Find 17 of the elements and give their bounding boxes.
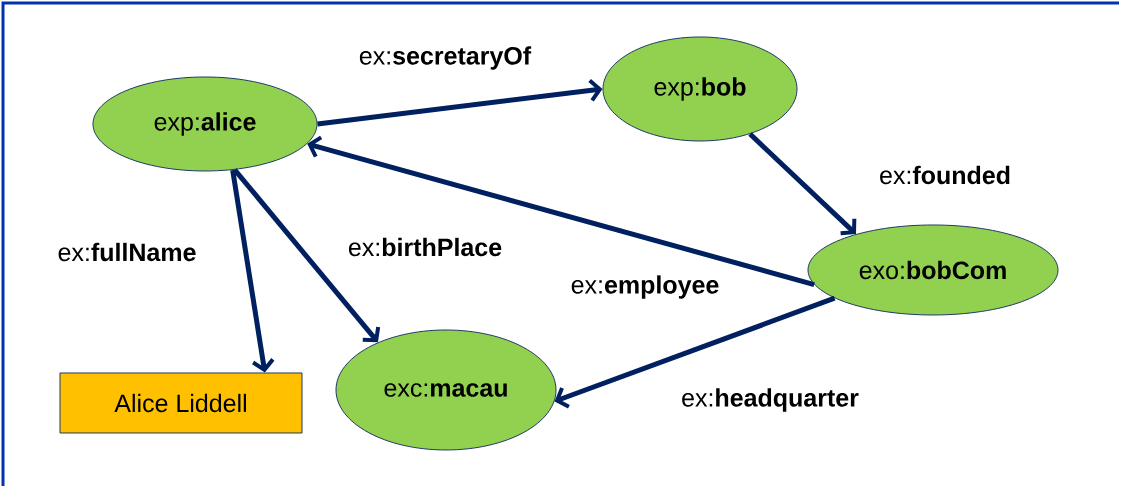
edge-label: ex:founded (878, 164, 1012, 186)
edge-label: ex:fullName (56, 241, 198, 263)
edge-label: ex:birthPlace (346, 236, 504, 258)
edge-label: ex:headquarter (680, 387, 860, 413)
arrow (230, 169, 275, 373)
ellipse-node: exc:macau (335, 329, 557, 451)
ellipse-node: exo:bobCom (807, 224, 1059, 316)
arrow (232, 168, 381, 343)
edge-label: ex:employee (569, 274, 721, 300)
literal-box: Alice Liddell (59, 372, 303, 434)
arrow (317, 78, 603, 127)
arrow (554, 295, 836, 409)
ellipse-node: exp:alice (92, 76, 318, 172)
ellipse-node: exp:bob (602, 36, 798, 142)
edge-label: ex:secretaryOf (357, 45, 533, 71)
arrow (307, 135, 815, 287)
arrow (748, 132, 857, 236)
